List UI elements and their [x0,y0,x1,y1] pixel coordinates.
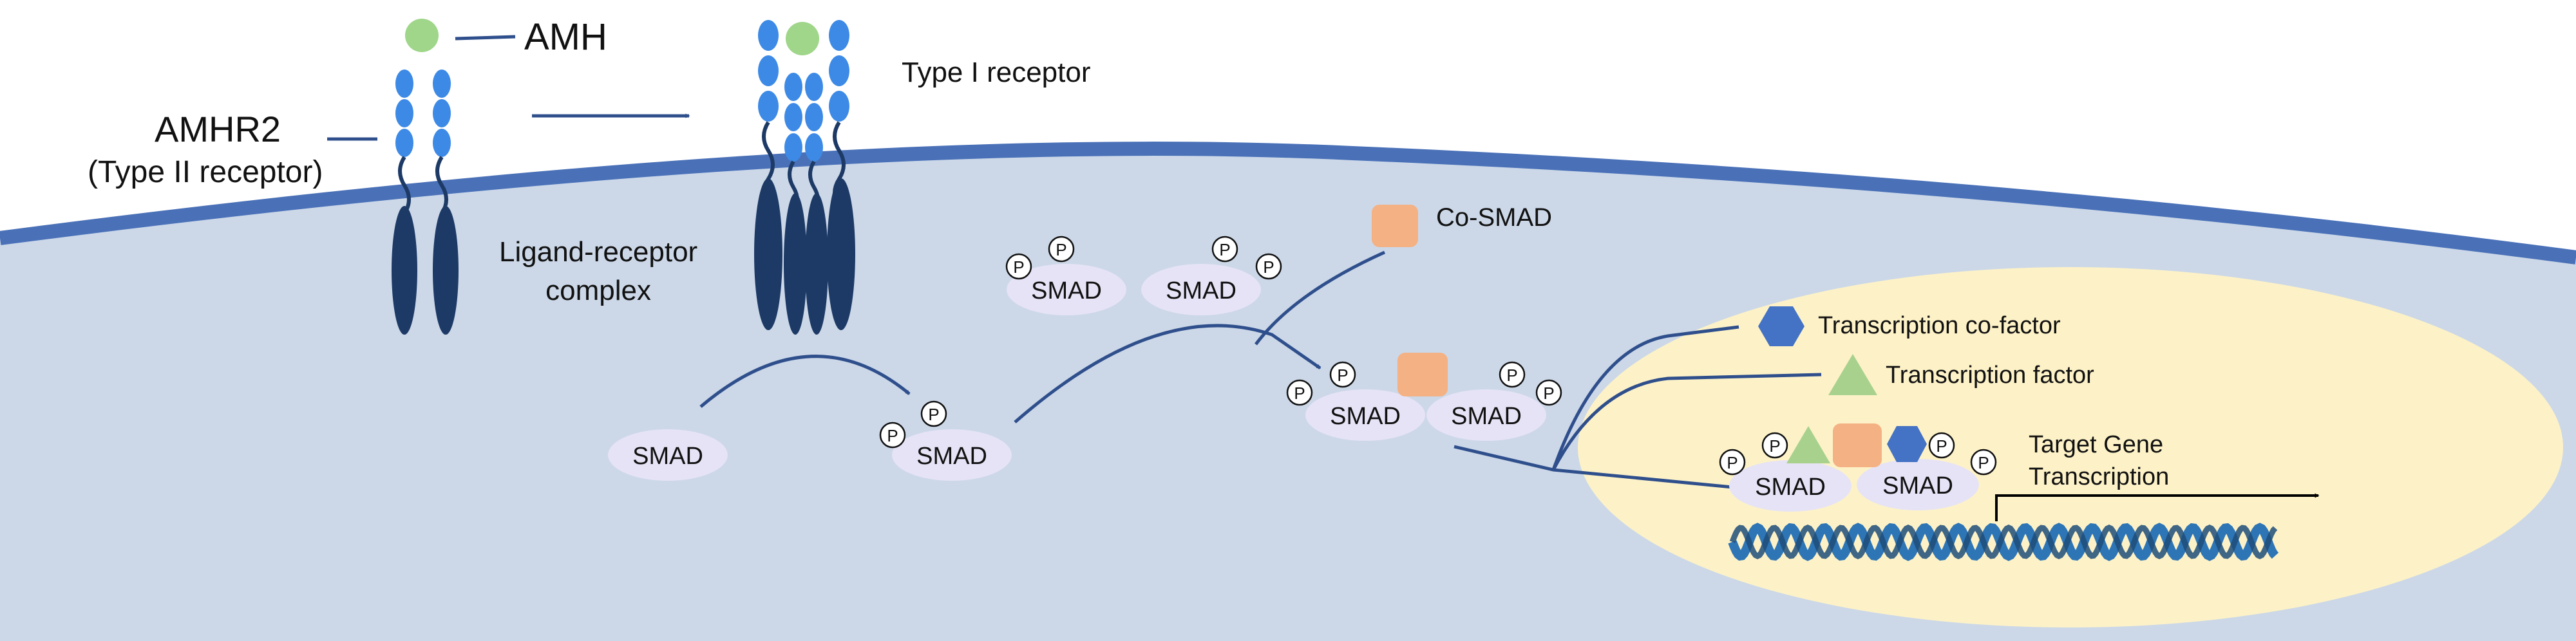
cell-membrane [0,142,2576,265]
svg-text:P: P [928,405,939,424]
smad-phosphorylated-label: SMAD [916,443,987,470]
transcription-cofactor-label: Transcription co-factor [1818,312,2061,339]
type1-receptor-label: Type I receptor [902,57,1091,88]
target-gene-transcription-label: Target Gene Transcription [2029,429,2169,493]
smad-inactive-label: SMAD [632,443,703,470]
factor-branch-line [1551,373,1822,471]
smad-inactive [608,429,728,481]
svg-text:SMAD: SMAD [1330,403,1401,430]
transcription-start-arrow [1995,493,2320,521]
svg-text:SMAD: SMAD [1451,403,1522,430]
svg-text:P: P [1543,384,1554,403]
smad-phosphorylated [892,429,1012,481]
co-smad-label: Co-SMAD [1436,203,1553,232]
amhr2-label: AMHR2 [155,109,281,149]
svg-text:P: P [1337,366,1348,385]
ligand-receptor-complex [754,20,855,335]
amh-ligand [405,19,439,52]
co-smad-join-line [1255,250,1386,346]
cofactor-branch-line [1551,325,1739,470]
amhr2-receptor [392,70,459,335]
amh-pointer-line [455,35,516,41]
smad-cosmad-complex: SMAD SMAD P P P P [1286,353,1562,441]
svg-text:P: P [1219,240,1230,259]
dimerization-arrow [1014,324,1321,423]
target-gene-line1: Target Gene [2029,431,2164,458]
svg-text:P: P [1978,453,1989,472]
svg-text:P: P [1769,436,1780,456]
ligand-receptor-complex-label: Ligand-receptor complex [499,233,697,310]
ligand-receptor-line2: complex [545,275,652,306]
transcription-cofactor-icon [1758,306,1804,346]
svg-text:P: P [887,426,898,445]
dna-helix [1728,523,2279,561]
co-smad-icon [1372,205,1418,247]
ligand-receptor-line1: Ligand-receptor [499,236,698,268]
phosphorylation-arrow [699,355,911,408]
transcription-factor-label: Transcription factor [1886,362,2094,389]
bound-amh-ligand [786,22,819,55]
svg-text:P: P [1013,257,1024,277]
nuclear-smad-complex: SMAD SMAD P P P P [1719,423,1997,512]
svg-text:SMAD: SMAD [1755,474,1826,501]
svg-text:P: P [1056,240,1066,259]
svg-text:P: P [1294,384,1305,403]
nucleus [1578,267,2563,627]
svg-text:SMAD: SMAD [1882,472,1953,499]
type2-receptor-label: (Type II receptor) [88,155,323,189]
svg-text:P: P [1936,436,1947,456]
svg-text:P: P [1263,257,1274,277]
transcription-factor-icon [1828,354,1877,395]
target-gene-line2: Transcription [2029,463,2170,490]
phospho-group-1: P P [879,400,947,449]
svg-text:SMAD: SMAD [1031,277,1102,304]
smad-dimer-phosphorylated: SMAD SMAD P P P P [1005,236,1282,315]
svg-text:P: P [1727,453,1738,472]
svg-text:SMAD: SMAD [1166,277,1236,304]
amh-label: AMH [524,16,607,58]
svg-text:P: P [1506,366,1517,385]
